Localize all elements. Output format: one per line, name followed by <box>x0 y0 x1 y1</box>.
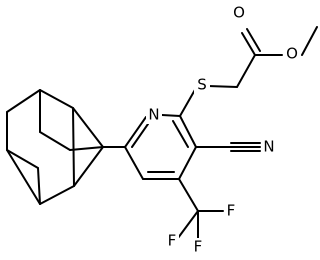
bond <box>241 32 256 56</box>
bond <box>6 149 39 169</box>
nitrile-nitrogen-label: N <box>263 138 274 156</box>
bond <box>161 114 181 117</box>
atom-background <box>261 138 277 156</box>
bond <box>131 123 149 148</box>
bond <box>207 85 238 88</box>
bond-layer <box>6 26 318 240</box>
bond <box>72 107 75 187</box>
bond <box>179 115 197 148</box>
atom-background <box>165 232 179 250</box>
atom-background <box>194 76 210 94</box>
bond <box>39 185 75 205</box>
bond <box>301 26 318 56</box>
bond <box>39 89 74 109</box>
atom-background <box>231 4 247 22</box>
fluorine-label: F <box>168 232 177 250</box>
sulfur-label: S <box>197 76 207 94</box>
bond <box>172 120 189 148</box>
bond <box>246 28 261 52</box>
bond <box>124 146 144 180</box>
atom-background <box>146 106 162 124</box>
carbonyl-oxygen-label: O <box>233 4 245 22</box>
atom-background <box>224 202 238 220</box>
bond <box>6 149 41 205</box>
bond <box>69 146 104 151</box>
bond <box>6 89 41 113</box>
atom-background <box>191 238 205 256</box>
ester-oxygen-label: O <box>286 45 298 63</box>
bond <box>178 146 197 180</box>
bond <box>177 210 199 239</box>
atom-background <box>284 45 300 63</box>
fluorine-label: F <box>227 202 236 220</box>
bond <box>124 116 147 148</box>
pyridine-nitrogen-label: N <box>148 106 159 124</box>
atom-label-layer: O O S N N F F F <box>146 4 300 256</box>
fluorine-label: F <box>194 238 203 256</box>
bond <box>73 146 104 187</box>
bond <box>178 178 199 212</box>
bond <box>179 87 197 117</box>
bond <box>236 54 256 88</box>
bond <box>37 167 41 205</box>
bond <box>72 107 104 148</box>
bond <box>39 131 71 151</box>
